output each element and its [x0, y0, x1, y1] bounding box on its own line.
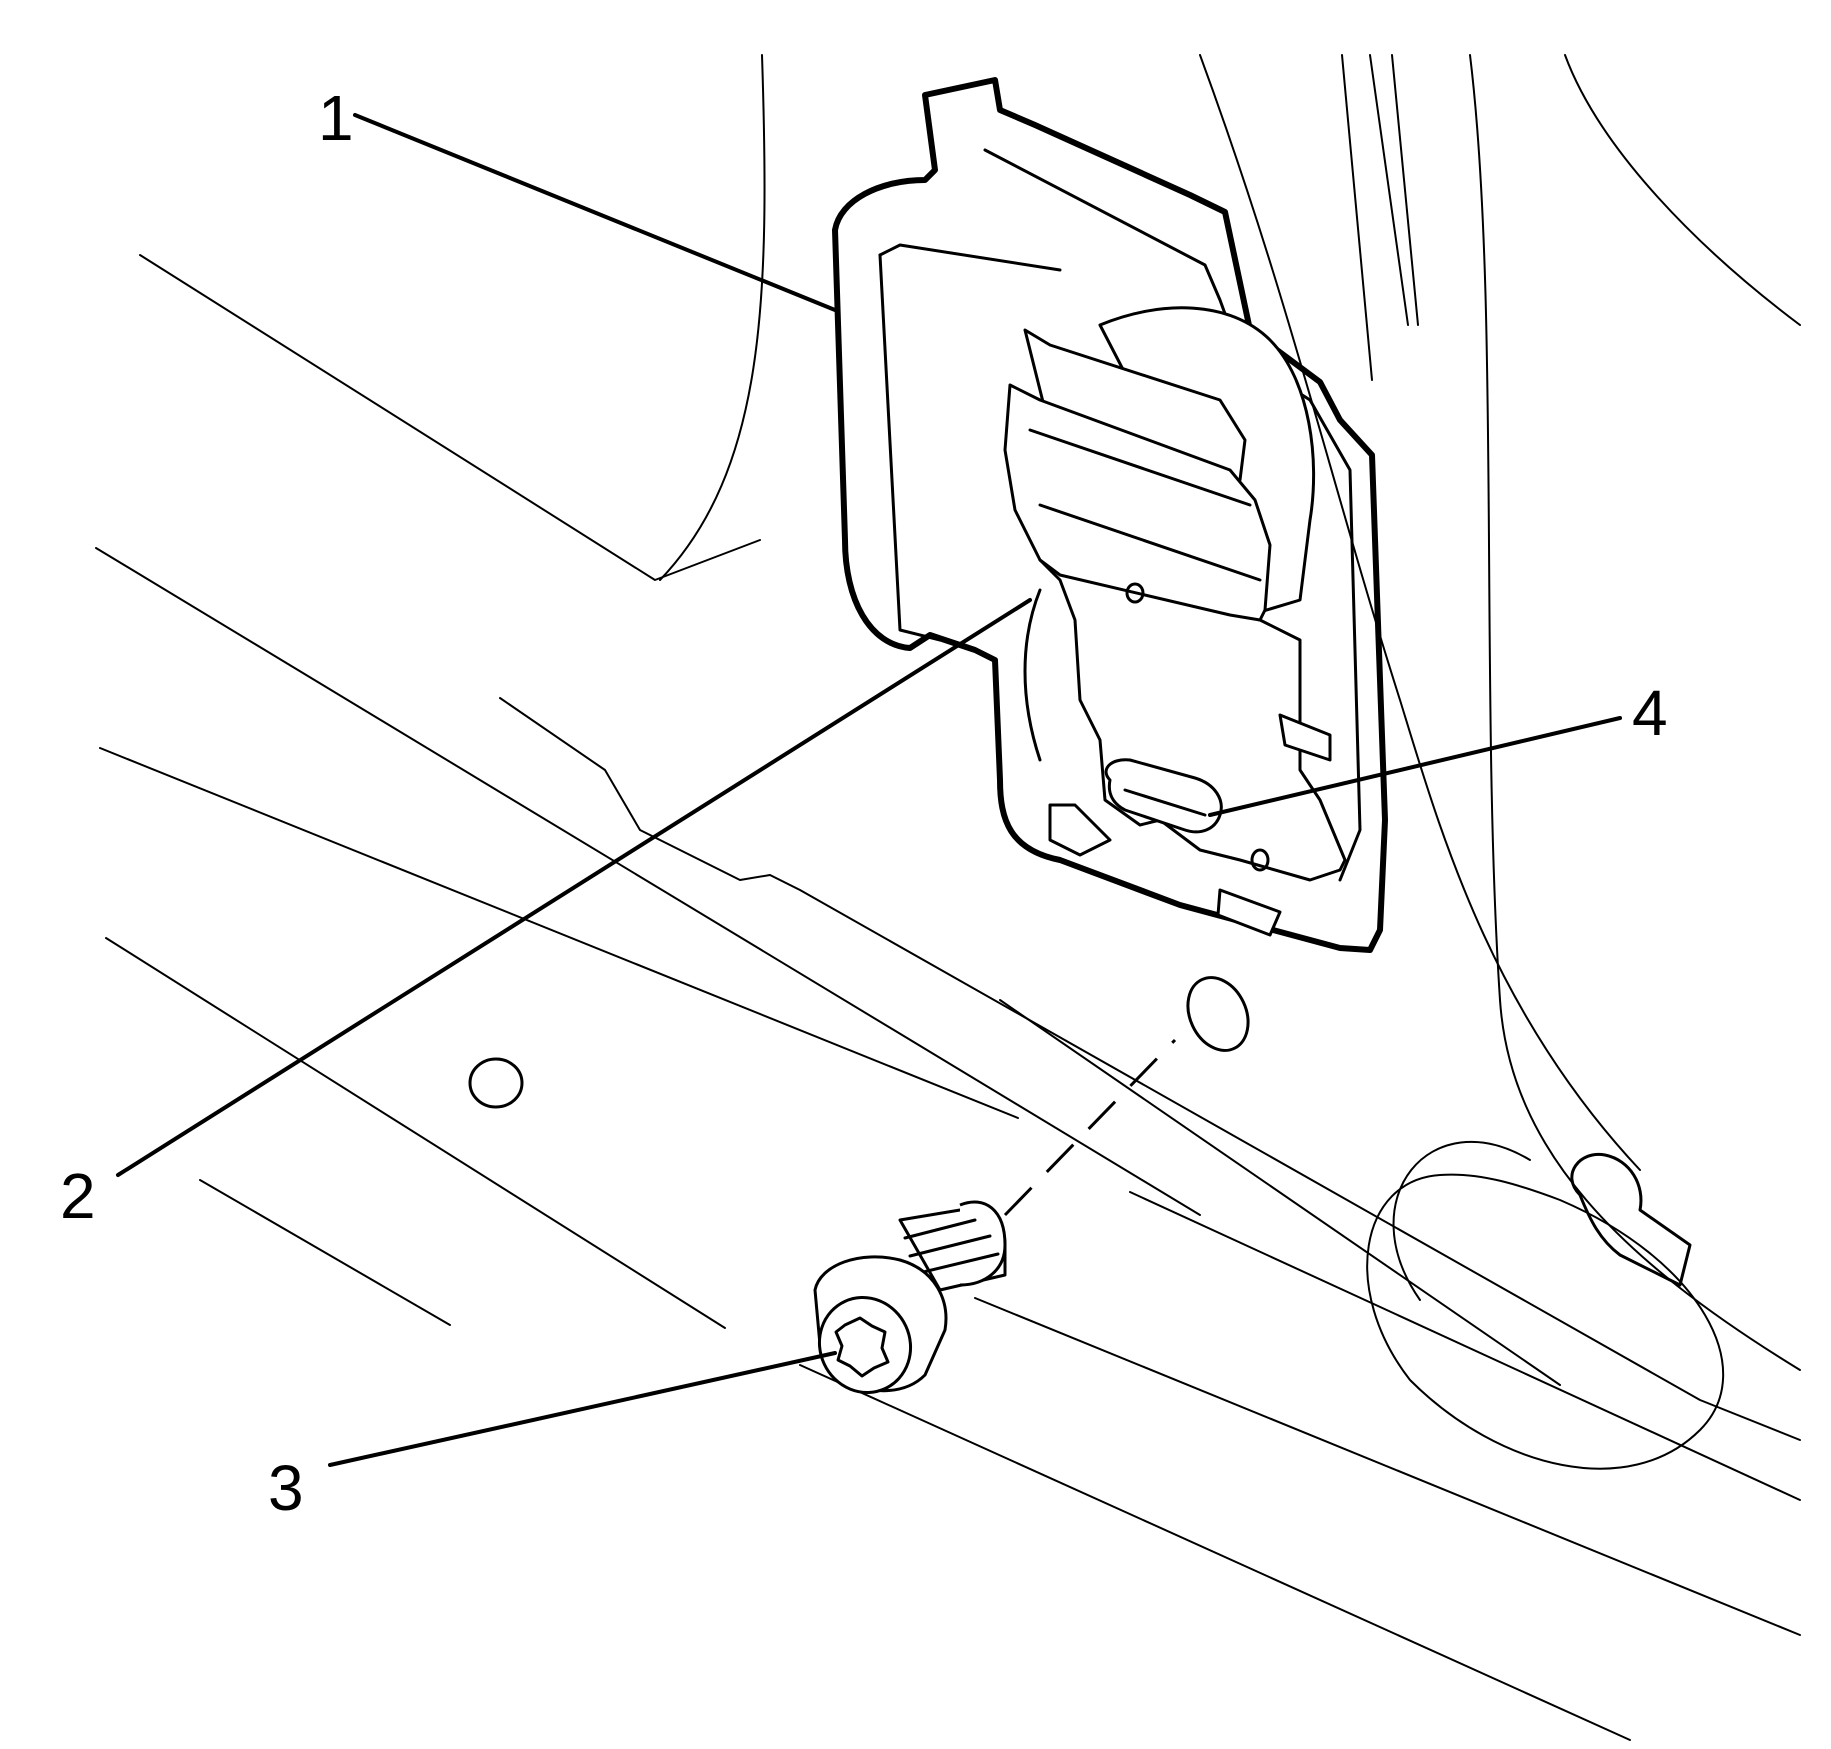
screw-tip [959, 1200, 1007, 1287]
housing-bottom-tab-right [1216, 888, 1282, 937]
part-4-clip [1104, 758, 1223, 834]
callout-4: 4 [1632, 677, 1668, 749]
thread-1 [903, 1218, 977, 1240]
pillar-line-4 [1391, 54, 1419, 326]
pillar-outer-curve [1564, 54, 1801, 326]
keyhole-slot [1570, 1152, 1692, 1287]
housing-lower-hole [1250, 848, 1270, 872]
sill-line-6 [799, 1364, 1631, 1741]
sill-line-3 [1129, 1191, 1801, 1501]
body-panel-lines [95, 54, 1801, 1741]
sill-line-1 [95, 547, 1201, 1216]
pillar-line-5 [1469, 54, 1801, 1371]
thread-3 [913, 1252, 1000, 1276]
housing-bottom-tab-left [1048, 803, 1112, 857]
housing-screw-hole [1125, 582, 1145, 604]
mount-hole [1186, 976, 1250, 1052]
housing-side-tab [1278, 713, 1332, 762]
part-2-lamp-housing [1003, 306, 1347, 937]
torx-recess-icon [834, 1316, 890, 1378]
sill-line-5 [974, 1297, 1801, 1636]
clip-slot [1123, 788, 1207, 817]
pillar-inner-curve [659, 54, 766, 581]
sill-line-2 [99, 747, 1019, 1119]
clip-body [1104, 758, 1223, 834]
part-3-screw [813, 1038, 1177, 1394]
leader-lines [116, 113, 1622, 1467]
sill-line-7 [199, 1179, 451, 1326]
leader-3 [328, 1351, 837, 1467]
wheel-arch-inner [1392, 1140, 1531, 1301]
screw-alignment-line [1003, 1038, 1177, 1217]
sill-line-4 [105, 937, 726, 1329]
callout-labels: 1 2 3 4 [60, 82, 1668, 1524]
lens-ridge-2 [1038, 503, 1262, 582]
screw-head-face [817, 1296, 913, 1394]
seal-top-ridge [878, 243, 1062, 272]
sill-hole [468, 1057, 524, 1109]
pillar-line-2 [1341, 54, 1373, 381]
pillar-curve-1 [1199, 54, 1641, 1171]
callout-3: 3 [268, 1452, 304, 1524]
thread-2 [908, 1234, 992, 1258]
seal-outline [832, 77, 1388, 953]
seal-left-ridge [878, 253, 942, 642]
leader-4 [1208, 716, 1622, 817]
pillar-line-3 [1369, 54, 1409, 326]
leader-2 [116, 598, 1032, 1177]
housing-left-edge [1023, 588, 1042, 762]
sill-edge-line [999, 999, 1561, 1386]
sill-step-line [499, 697, 1801, 1441]
callout-2: 2 [60, 1160, 96, 1232]
wheel-arch [1366, 1173, 1725, 1470]
callout-1: 1 [318, 82, 354, 154]
lens-ridge-1 [1028, 428, 1252, 507]
leader-1 [353, 113, 837, 312]
upper-panel-edge [139, 254, 761, 581]
